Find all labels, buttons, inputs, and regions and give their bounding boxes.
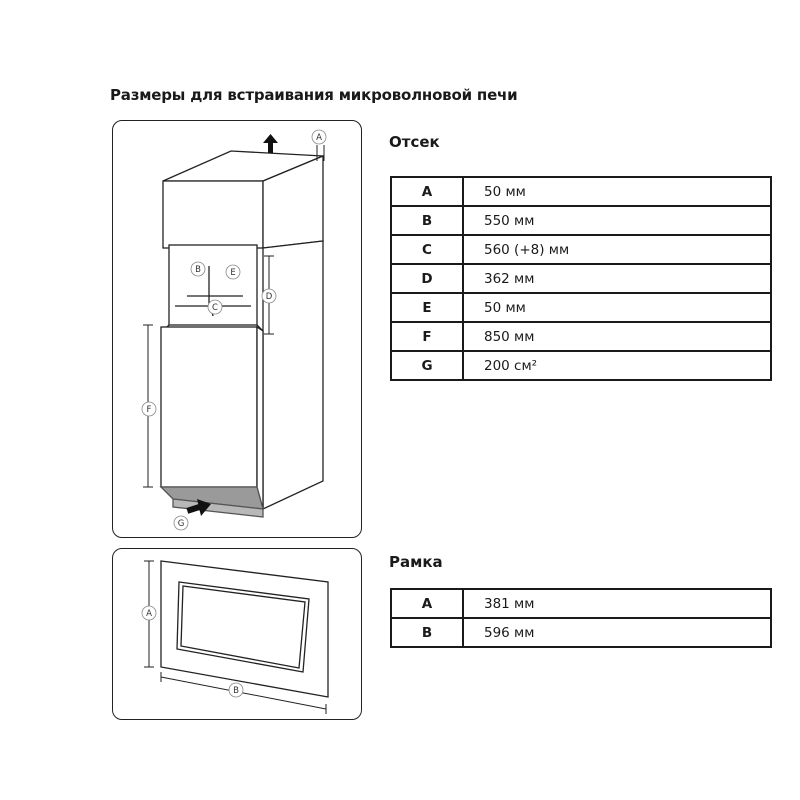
niche-key: C [390,234,464,265]
table-row: G 200 см² [390,350,772,381]
page-title: Размеры для встраивания микроволновой пе… [110,86,518,104]
table-row: E 50 мм [390,292,772,323]
frame-diagram: A B [141,560,329,714]
frame-label-circle-b [228,682,244,698]
label-circle-b [190,261,206,277]
niche-value: 50 мм [462,292,772,323]
frame-value: 381 мм [462,588,772,619]
diagram-label-d: D [266,292,273,302]
table-row: D 362 мм [390,263,772,294]
label-circle-c [207,299,223,315]
table-row: F 850 мм [390,321,772,352]
label-circle-d [261,288,277,304]
frame-key: A [390,588,464,619]
niche-key: A [390,176,464,207]
frame-spec-table: A 381 мм B 596 мм [390,588,772,648]
niche-spec-table: A 50 мм B 550 мм C 560 (+8) мм D 362 мм … [390,176,772,381]
frame-diagram-label-a: A [146,609,152,619]
niche-key: G [390,350,464,381]
niche-heading: Отсек [389,133,440,151]
diagram-label-g: G [178,519,185,529]
niche-value: 200 см² [462,350,772,381]
niche-value: 850 мм [462,321,772,352]
niche-value: 50 мм [462,176,772,207]
diagram-label-c: C [212,303,218,313]
diagram-label-a: A [316,133,322,143]
diagram-label-e: E [230,268,235,278]
label-circle-e [225,264,241,280]
diagram-label-f: F [147,405,152,415]
niche-value: 550 мм [462,205,772,236]
frame-heading: Рамка [389,553,443,571]
frame-key: B [390,617,464,648]
niche-value: 560 (+8) мм [462,234,772,265]
niche-value: 362 мм [462,263,772,294]
frame-diagram-label-b: B [233,686,239,696]
label-circle-f [141,401,157,417]
label-circle-g [173,515,189,531]
frame-value: 596 мм [462,617,772,648]
table-row: B 550 мм [390,205,772,236]
niche-diagram-panel: A B E C D F G [112,120,362,538]
label-circle-a [311,129,327,145]
diagram-label-b: B [195,265,201,275]
niche-diagram: A B E C D F G [141,129,327,531]
niche-key: E [390,292,464,323]
table-row: C 560 (+8) мм [390,234,772,265]
niche-key: D [390,263,464,294]
niche-key: B [390,205,464,236]
table-row: B 596 мм [390,617,772,648]
table-row: A 381 мм [390,588,772,619]
table-row: A 50 мм [390,176,772,207]
frame-label-circle-a [141,605,157,621]
frame-diagram-panel: A B [112,548,362,720]
niche-key: F [390,321,464,352]
